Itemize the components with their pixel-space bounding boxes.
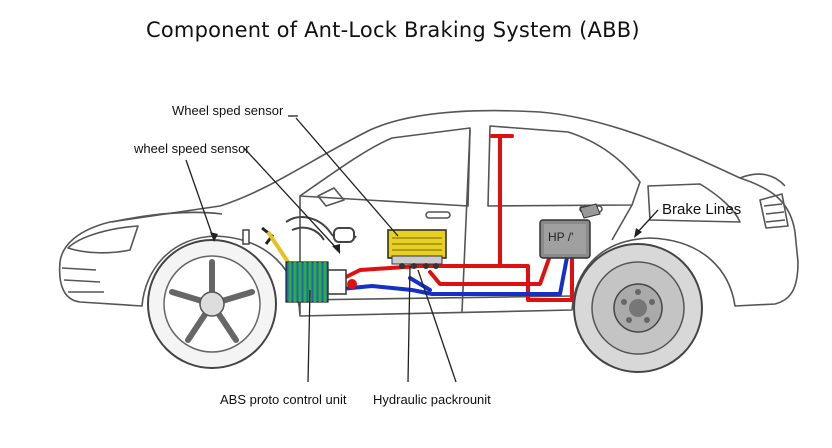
diagram-title: Component of Ant-Lock Braking System (AB… (146, 18, 640, 42)
rear-module (539, 203, 601, 259)
abs-control-module (387, 229, 447, 269)
leader-lines (185, 115, 659, 383)
label-brake-lines: Brake Lines (662, 201, 742, 218)
brake-lines (328, 134, 574, 302)
label-abs-control-unit: ABS proto control unit (220, 392, 347, 407)
hydraulic-coil (285, 261, 357, 303)
front-wheel-sensor (242, 226, 290, 264)
label-wheel-speed-sensor-top: Wheel sped sensor (172, 103, 284, 118)
label-hydraulic-unit: Hydraulic packrounit (373, 392, 491, 407)
front-wheel (147, 239, 277, 369)
rear-wheel (573, 243, 703, 373)
module-marking: HP /' (548, 230, 574, 244)
engine-bay-pipes (285, 216, 357, 243)
label-wheel-speed-sensor-left: wheel speed sensor (134, 141, 250, 156)
